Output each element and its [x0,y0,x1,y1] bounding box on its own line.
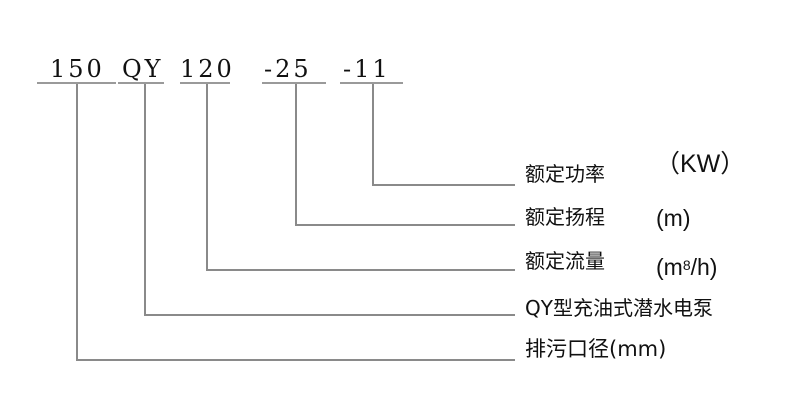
label-pump-type: QY型充油式潜水电泵 [525,296,713,320]
leader-outlet-horizontal [76,359,515,361]
leader-power-horizontal [372,184,515,186]
label-outlet-diameter: 排污口径(mm) [525,337,667,361]
flow-unit-tail: /h) [690,254,718,280]
label-rated-flow: 额定流量 [525,249,605,273]
unit-rated-head: (m) [656,205,691,231]
underline-type [118,82,164,84]
flow-unit-superscript: 8 [682,257,691,273]
code-pump-type: QY [122,55,164,83]
leader-type-horizontal [144,314,515,316]
leader-type-vertical [144,84,146,315]
leader-flow-horizontal [206,269,515,271]
underline-outlet [37,82,116,84]
unit-rated-power: （KW） [655,150,746,178]
leader-power-vertical [372,84,374,185]
leader-flow-vertical [206,84,208,270]
leader-outlet-vertical [76,84,78,360]
unit-rated-flow: (m8/h) [656,253,717,281]
underline-head [262,82,326,84]
underline-flow [180,82,230,84]
code-power: -11 [343,55,391,83]
flow-unit-base: (m [656,254,683,280]
underline-power [340,82,403,84]
label-rated-power: 额定功率 [525,162,605,186]
code-flow: 120 [180,55,235,83]
code-outlet-size: 150 [50,55,105,83]
leader-head-horizontal [295,224,515,226]
label-rated-head: 额定扬程 [525,205,605,229]
leader-head-vertical [295,84,297,225]
code-head: -25 [264,55,312,83]
